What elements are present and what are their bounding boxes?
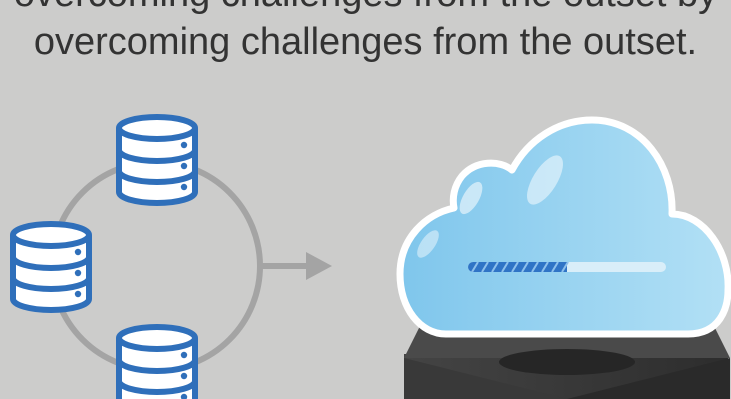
database-icon-top bbox=[119, 117, 195, 203]
progress-stripe bbox=[501, 262, 509, 272]
arrow-right-icon bbox=[262, 252, 332, 280]
cloud-icon bbox=[396, 116, 731, 338]
database-icon-bottom bbox=[119, 327, 195, 399]
caption-line-2: overcoming challenges from the outset. bbox=[33, 21, 698, 63]
progress-stripe bbox=[521, 262, 529, 272]
progress-stripe bbox=[491, 262, 499, 272]
progress-stripe bbox=[561, 262, 569, 272]
progress-fill bbox=[468, 262, 567, 272]
upload-progress-bar bbox=[468, 262, 666, 272]
server-box-icon bbox=[404, 326, 730, 399]
progress-stripe bbox=[541, 262, 549, 272]
caption: overcoming challenges from the outset by… bbox=[0, 0, 731, 66]
progress-stripes bbox=[471, 262, 569, 272]
database-icon-left bbox=[13, 224, 89, 310]
progress-stripe bbox=[551, 262, 559, 272]
progress-stripe bbox=[481, 262, 489, 272]
caption-line-1: overcoming challenges from the outset by bbox=[0, 0, 731, 18]
progress-stripe bbox=[511, 262, 519, 272]
progress-stripe bbox=[471, 262, 479, 272]
progress-stripe bbox=[531, 262, 539, 272]
